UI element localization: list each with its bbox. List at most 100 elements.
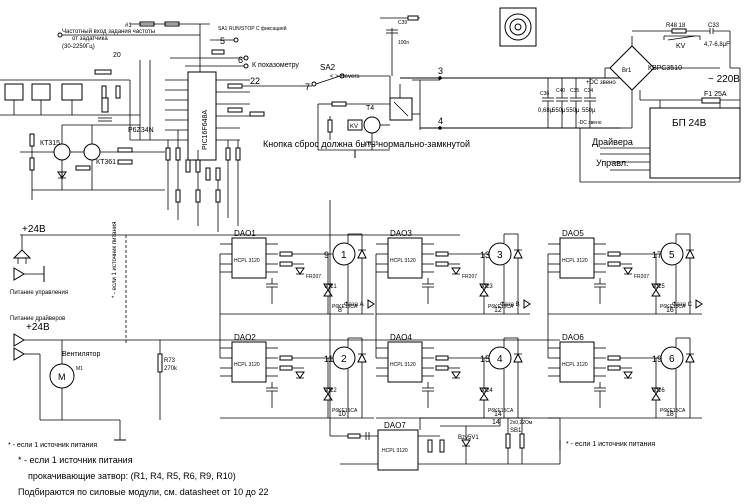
t4-label: T4 [366,105,374,112]
c40-value: 550μ [552,108,566,114]
footnote-3: Подбираются по силовые модули, см. datas… [18,487,268,497]
dc-top-label: +DC звено [586,80,616,86]
dao2-net-out: 10 [338,411,346,418]
dao3-part: HCPL 3120 [390,258,416,264]
net-label-6: 6 [238,55,243,65]
dao3-net-out: 12 [494,307,502,314]
t4-transistor [363,116,381,134]
kt361-transistor [83,143,101,161]
dao3-fr207: FR207 [462,274,477,280]
dao6-tvs-part: P6KE15CA [660,408,686,414]
pwr-ctrl-label: Питание управления [10,290,68,296]
one-src-vertical: * - если 1 источник питания [112,222,118,298]
c35-label: C35 [570,88,579,94]
kt361-label: КТ361 [96,159,116,166]
sa2-label: SA2 [320,63,336,72]
ctrl-ground-arrow [13,267,25,281]
dao2-tvs-label: vdz2 [324,388,337,394]
dao1-net-out: 8 [338,307,342,314]
dao3-net-in: 13 [480,250,490,260]
c36-label: C36 [540,91,549,97]
dao2-tvs-part: P6KE15CA [332,408,358,414]
mcu-section: Частотный вход задания частоты от задатч… [0,21,300,232]
dao6-part: HCPL 3120 [562,362,588,368]
dao1-chip [231,237,267,279]
dao3-label: DAO3 [390,229,412,238]
control-label: Управл. [596,158,629,168]
plus24-ctrl-label: +24В [22,224,46,235]
dao4-label: DAO4 [390,333,412,342]
dao5-chip [559,237,595,279]
net-label-5: 5 [220,36,225,46]
dao1-net-in: 9 [324,250,329,260]
c36-value: 0,68μ [538,108,554,114]
from-setter-label: от задатчика [72,36,108,42]
dao5-phase: Фаза C [672,302,693,308]
shunt-resistor [505,433,511,449]
net-label-7: 7 [305,82,310,92]
sb1-label: SB1 [510,428,522,434]
dao5-tvs-label: vdz5 [652,284,665,290]
dao5-tvs-part: P6KE15CA [660,304,686,310]
dao2-label: DAO2 [234,333,256,342]
dao5-net-in: 17 [652,250,662,260]
footnote-1: * - если 1 источник питания [18,455,133,465]
r73-label: R73 [164,358,176,364]
c33-value: 4,7-6,8μF [704,42,730,48]
dao3-tvs-part: P6KE15CA [488,304,514,310]
dao2-part: HCPL 3120 [234,362,260,368]
fan-motor-m: M [58,372,66,382]
one-src-left: * - если 1 источник питания [8,442,97,449]
freq-range-label: (30-2250Гц) [62,44,95,50]
c33-label: C33 [708,23,720,29]
dao5-part: HCPL 3120 [562,258,588,264]
net-label-1: #1 [125,23,132,29]
freq-input-label: Частотный вход задания частоты [62,28,155,35]
sa1-label: SA1 RUN/STOP С фиксацией [218,25,287,32]
dao6-net-out: 18 [666,411,674,418]
pot-reverse-section: SA2 < > Revers 7 KV T4 КТ815 [300,63,440,158]
power-section: 3 4 C39 100n C36 0,68μ C40 550μ C35 550 [380,7,741,183]
pwr-drv-label: Питание драйверов [10,315,65,322]
dao2-igbt-num: 2 [341,354,347,365]
drivers-label: Драйвера [592,137,633,147]
dao6-label: DAO6 [562,333,584,342]
bzv-label: Bzv5V1 [458,435,479,441]
dao3-phase: Фаза B [500,302,520,308]
c34-value: 550μ [582,108,596,114]
dao1-part: HCPL 3120 [234,258,260,264]
dao4-net-out: 14 [494,411,502,418]
reset-note: Кнопка сброс должна быть нормально-замкн… [263,139,470,149]
dao5-label: DAO5 [562,229,584,238]
dao6-tvs-label: vdz6 [652,388,665,394]
dao2-chip [231,341,267,383]
net-label-4: 4 [438,116,443,126]
dao3-chip [387,237,423,279]
shunt-label: 2х0,22Ом [510,420,533,426]
fan-m1: M1 [76,366,83,372]
dao1-fr207: FR207 [306,274,321,280]
to-pot-label: К похазометру [252,62,299,69]
mcu-chip [187,71,217,161]
dao4-part: HCPL 3120 [390,362,416,368]
bridge-br1: Br1 [622,68,632,74]
p6z34n-label: P6Z34N [128,127,154,134]
dao4-chip [387,341,423,383]
c39-label: C39 [398,20,407,26]
dao4-igbt-num: 4 [497,354,503,365]
c35-value: 550μ [566,108,580,114]
dao1-phase: Фаза A [344,302,364,308]
footnote-2: прокачивающие затвор: (R1, R4, R5, R6, R… [28,471,236,481]
dao2-net-in: 11 [324,354,333,364]
dao7-part: HCPL 3120 [382,448,408,454]
dao1-tvs-label: vdz1 [324,284,337,290]
dao5-net-out: 16 [666,307,674,314]
